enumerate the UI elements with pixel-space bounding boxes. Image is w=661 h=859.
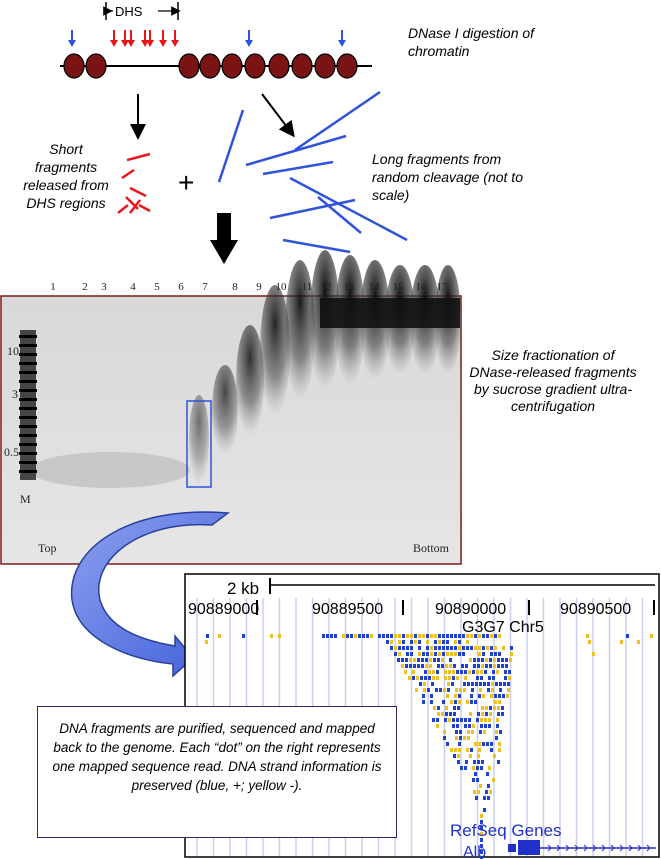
nucleosome [314,53,336,79]
lane-number: 7 [202,281,208,293]
short-fragment [138,203,151,213]
lane-number: 14 [369,281,381,293]
lane-number: 9 [256,281,262,293]
nucleosome [221,53,243,79]
curved-arrow [70,511,231,678]
short-fragment [129,186,147,198]
cut-site-arrows [68,30,346,47]
track-title: G3G7 Chr5 [462,619,544,636]
lane-number: 17 [437,281,449,293]
lane-number: 13 [344,281,356,293]
nucleosome [291,53,313,79]
nucleosome [244,53,266,79]
lane-number: 15 [393,281,405,293]
long-fragments [217,90,408,254]
lane-number: 3 [101,281,107,293]
gel-bottom-label: Bottom [413,541,450,555]
lane-number: 12 [321,281,332,293]
lane-number: 4 [130,281,136,293]
short-fragment [121,168,135,180]
sequence-reads [205,634,653,859]
gene-label: Alb [463,844,486,859]
selected-fraction-box [186,400,212,488]
marker-labels: 10 3 0.5M [4,344,31,506]
lane-number: 10 [276,281,288,293]
marker-label: 3 [12,387,18,401]
lane-number: 11 [302,281,313,293]
refseq-label: RefSeq Genes [450,821,562,840]
scale-label: 2 kb [227,579,259,598]
marker-label: 0.5 [4,445,19,459]
dhs-label: DHS [113,3,145,21]
cut-arrow [171,40,179,47]
cut-arrow [121,40,129,47]
cut-arrow [68,40,76,47]
nucleosome [178,53,200,79]
nucleosome [85,53,107,79]
nucleosome [199,53,221,79]
lane-number: 8 [232,281,238,293]
coordinate-label: 90890500 [560,601,631,618]
coordinate-label: 90890000 [435,601,506,618]
coordinate-label: 90889000 [188,601,259,618]
long-fragment [294,90,381,152]
short-fragment [126,152,151,162]
summary-text: DNA fragments are purified, sequenced an… [52,721,382,793]
cut-arrow [159,40,167,47]
arrow-to-long-fragments [261,93,295,138]
nucleosome [268,53,290,79]
cut-arrow [110,40,118,47]
long-fragment [217,109,245,183]
long-fragment [269,198,356,220]
lane-number: 16 [416,281,428,293]
cut-arrow [338,40,346,47]
cut-arrow [146,40,154,47]
coordinate-ruler: 90889000 90889500 90890000 90890500 [188,600,655,618]
gel-description: Size fractionation of DNase-released fra… [469,347,637,414]
lane-number: 1 [50,281,56,293]
long-fragment [317,196,362,234]
long-fragment [282,238,351,254]
digestion-label: DNase I digestion of chromatin [408,25,535,59]
short-fragment [117,204,129,214]
gel-top-label: Top [38,541,57,555]
long-fragment [262,160,334,176]
lane-number: 2 [82,281,88,293]
summary-box: DNA fragments are purified, sequenced an… [37,706,397,838]
plus-sign: + [178,167,195,198]
lane-number: 5 [154,281,160,293]
nucleosome [63,53,85,79]
lane-number: 6 [178,281,184,293]
short-fragments-label: Short fragments released from DHS region… [23,141,109,211]
long-fragment [289,176,408,242]
cut-arrow [245,40,253,47]
marker-label: M [20,492,31,506]
short-fragments [117,152,151,214]
nucleosome [336,53,358,79]
marker-label: 10 [7,344,19,358]
big-down-arrow [210,213,238,264]
coordinate-label: 90889500 [312,601,383,618]
nucleosomes [63,53,358,79]
gel-image [0,250,462,565]
gene-model [508,840,656,855]
short-fragment [129,199,141,214]
cut-arrow [127,40,135,47]
long-fragments-label: Long fragments from random cleavage (not… [372,151,523,203]
